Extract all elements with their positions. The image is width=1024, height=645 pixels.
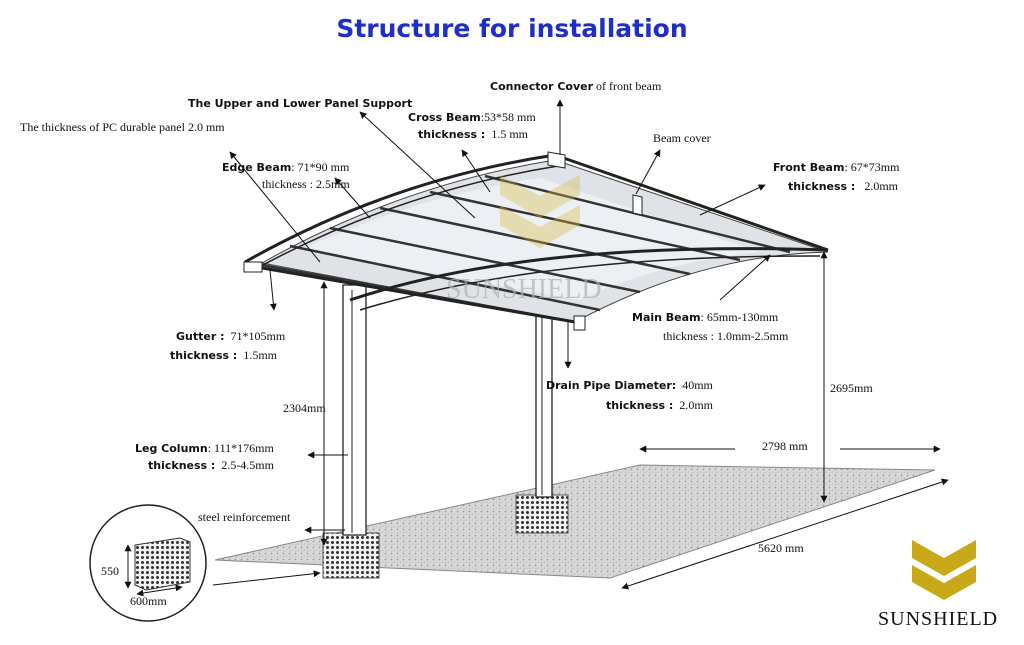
label-edge-beam: Edge Beam: 71*90 mm [222, 160, 349, 175]
main-beam-name: Main Beam [632, 311, 701, 324]
leg-thk-label: thickness : [148, 459, 216, 472]
label-edge-beam-thickness: thickness : 2.5mm [262, 177, 350, 191]
watermark-text: SUNSHIELD [446, 274, 602, 305]
label-pc-panel: The thickness of PC durable panel 2.0 mm [20, 120, 225, 134]
leg-column-front [342, 284, 367, 536]
drain-thk-value: 2.0mm [679, 398, 713, 412]
footing-detail-cage [134, 537, 191, 591]
footing-w-dim [136, 584, 183, 597]
label-main-beam: Main Beam: 65mm-130mm [632, 310, 778, 325]
label-drain-thickness: thickness : 2.0mm [606, 398, 713, 413]
back-footing [515, 494, 569, 534]
footing-height: 550 [101, 564, 119, 578]
drain-name: Drain Pipe Diameter: [546, 379, 677, 392]
label-leg-column: Leg Column: 111*176mm [135, 441, 274, 456]
drain-pipe [573, 315, 586, 331]
back-beam [244, 263, 576, 324]
main-beam-inner [359, 255, 821, 311]
main-beam [349, 247, 829, 302]
beam-cover [632, 194, 643, 216]
gutter-size: 71*105mm [230, 329, 286, 343]
cross-beam-name: Cross Beam [408, 111, 481, 124]
cross-beam-thk-value: 1.5 mm [491, 127, 528, 141]
dim-length: 5620 mm [758, 541, 804, 555]
label-cross-beam-thickness: thickness : 1.5 mm [418, 127, 528, 142]
edge-beam-name: Edge Beam [222, 161, 292, 174]
front-beam-thk-value: 2.0mm [864, 179, 898, 193]
leg-name: Leg Column [135, 442, 208, 455]
leg-size: : 111*176mm [207, 441, 274, 455]
label-front-beam: Front Beam: 67*73mm [773, 160, 899, 175]
drain-thk-label: thickness : [606, 399, 674, 412]
label-front-beam-thickness: thickness : 2.0mm [788, 179, 898, 194]
label-main-beam-thickness: thickness : 1.0mm-2.5mm [663, 329, 789, 343]
leg-thk-value: 2.5-4.5mm [221, 458, 274, 472]
edge-beam [244, 153, 556, 264]
leg-column-back [535, 304, 553, 498]
label-steel-reinforcement: steel reinforcement [198, 510, 291, 524]
leader-lines [229, 99, 771, 534]
label-drain-pipe: Drain Pipe Diameter: 40mm [546, 378, 713, 393]
gutter [243, 261, 263, 273]
cross-beam-thk-label: thickness : [418, 128, 486, 141]
dim-width: 2798 mm [762, 439, 808, 453]
edge-beam-inner [249, 165, 559, 273]
connector-cover-name: Connector Cover [490, 80, 594, 93]
page-title: Structure for installation [336, 14, 688, 43]
label-gutter-thickness: thickness : 1.5mm [170, 348, 277, 363]
edge-beam-size: : 71*90 mm [291, 160, 350, 174]
brand-name: SUNSHIELD [878, 608, 999, 630]
label-connector-cover: Connector Cover of front beam [490, 79, 661, 94]
dim-height-back: 2304mm [283, 401, 326, 415]
label-beam-cover: Beam cover [653, 131, 711, 145]
label-cross-beam: Cross Beam:53*58 mm [408, 110, 536, 125]
front-beam [554, 153, 829, 252]
main-beam-size: : 65mm-130mm [700, 310, 779, 324]
gutter-thk-label: thickness : [170, 349, 238, 362]
cross-beam-size: :53*58 mm [480, 110, 536, 124]
gutter-name: Gutter : [176, 330, 225, 343]
footing-width: 600mm [130, 594, 167, 608]
brand-logo-icon [912, 540, 976, 600]
watermark-logo [500, 175, 580, 248]
dimension-lines [212, 251, 949, 590]
connector-cover-rest: of front beam [596, 79, 662, 93]
front-beam-thk-label: thickness : [788, 180, 856, 193]
label-panel-support: The Upper and Lower Panel Support [188, 97, 413, 110]
label-gutter: Gutter : 71*105mm [176, 329, 285, 344]
front-footing [322, 532, 380, 579]
front-beam-name: Front Beam [773, 161, 845, 174]
connector-cover [547, 151, 566, 169]
dim-height-front: 2695mm [830, 381, 873, 395]
gutter-thk-value: 1.5mm [243, 348, 277, 362]
drain-size: 40mm [682, 378, 713, 392]
front-beam-size: : 67*73mm [844, 160, 900, 174]
label-leg-thickness: thickness : 2.5-4.5mm [148, 458, 274, 473]
